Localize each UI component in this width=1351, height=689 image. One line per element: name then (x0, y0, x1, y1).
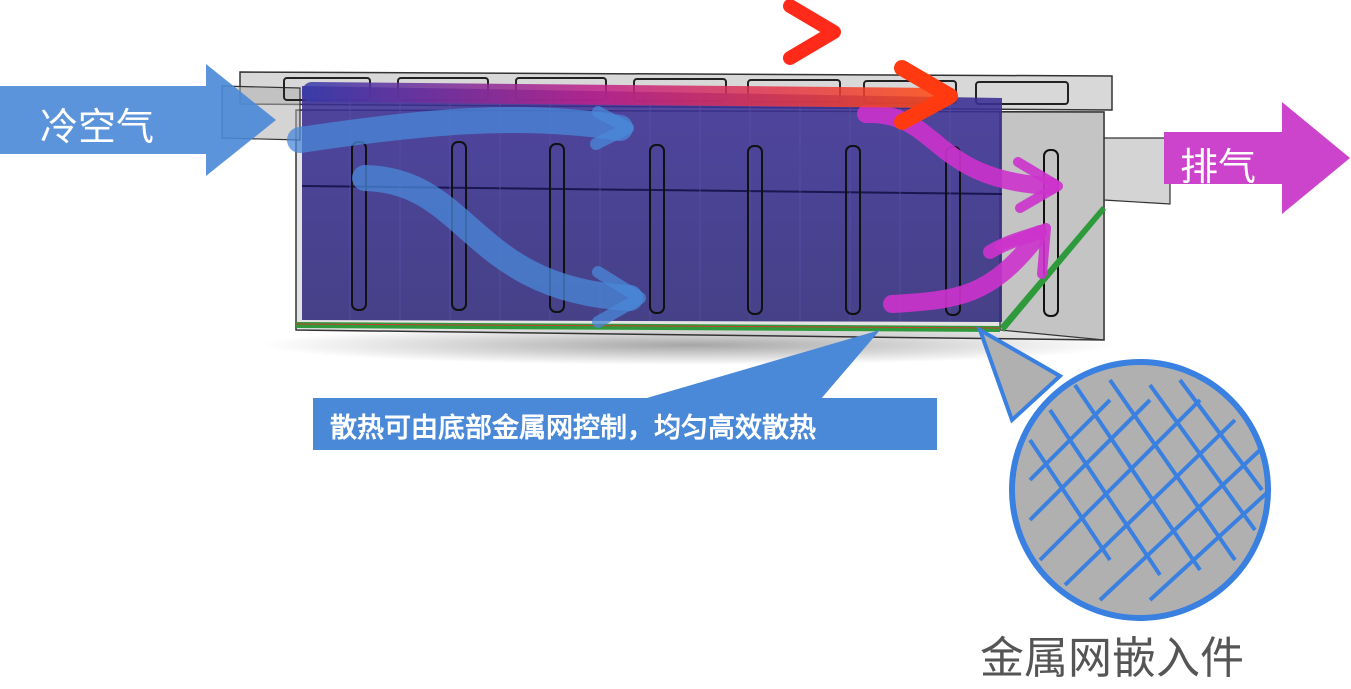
mesh-detail-callout (976, 325, 1271, 621)
note-pointer (640, 330, 880, 400)
cold-flow-arrows (287, 106, 646, 328)
mesh-caption: 金属网嵌入件 (980, 633, 1244, 684)
mesh-grid-icon (1028, 378, 1268, 602)
arrow-right-icon (0, 64, 276, 176)
exhaust-flow-arrows (857, 104, 1063, 313)
inlet-label: 冷空气 (40, 105, 155, 149)
gradient-arrow-icon (683, 0, 841, 65)
mesh-plate (295, 206, 1106, 332)
top-flow-arrow (302, 60, 958, 130)
note-text: 散热可由底部金属网控制，均匀高效散热 (330, 413, 816, 444)
outlet-label: 排气 (1180, 145, 1257, 189)
arrow-right-icon (1164, 102, 1350, 214)
note-box (313, 398, 937, 450)
